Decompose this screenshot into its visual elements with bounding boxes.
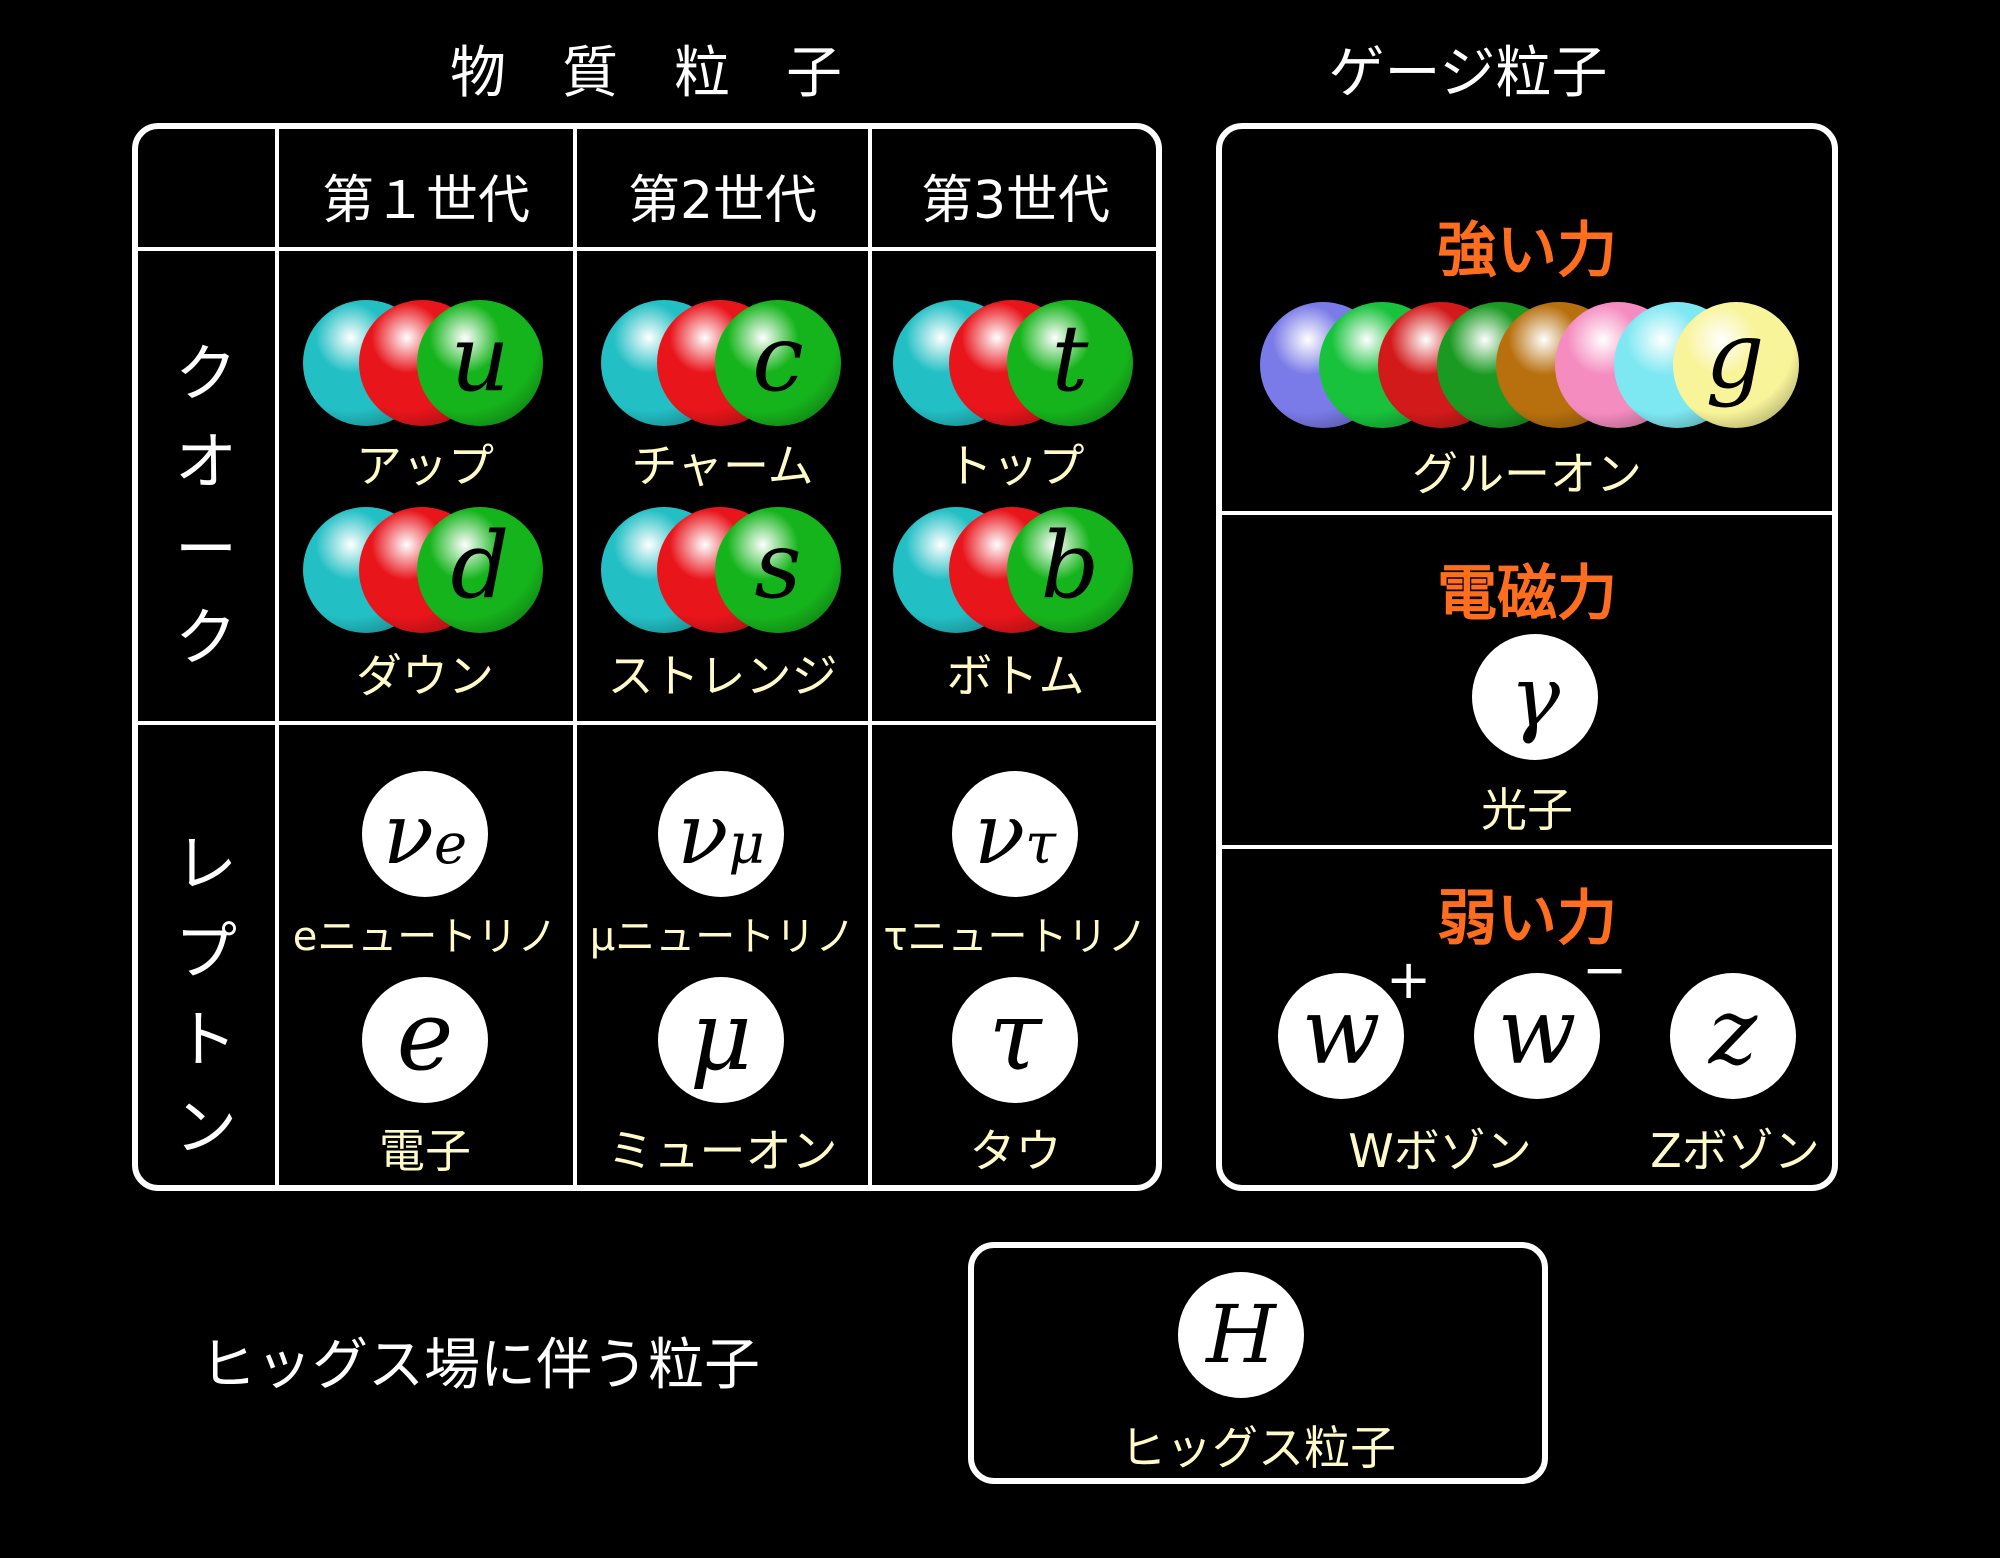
higgs-symbol: H (1206, 1288, 1276, 1381)
neutrino-nu: ν (382, 785, 434, 883)
quark-symbol-u: u (450, 305, 510, 412)
z-boson-name: Zボゾン (1650, 1124, 1820, 1178)
lepton-label-char: ト (174, 1003, 237, 1076)
neutrino-nu: ν (677, 785, 729, 883)
electron-neutrino-circle (362, 771, 488, 897)
quark-color-ball-green (417, 507, 543, 633)
lepton-label-char: プ (174, 915, 237, 988)
z-circle (1670, 973, 1796, 1099)
table-divider (135, 247, 1159, 251)
photon-symbol: γ (1509, 648, 1561, 746)
tau-neutrino-name: τニュートリノ (883, 914, 1148, 960)
quark-symbol-d: d (450, 512, 510, 619)
neutrino-subscript: e (433, 812, 468, 877)
tau-neutrino-circle (952, 771, 1078, 897)
generation-3-header: 第3世代 (920, 171, 1111, 231)
quark-label-char: オ (174, 425, 237, 498)
matter-particles-title: 物 質 粒 子 (450, 41, 842, 106)
w-boson-name: Wボゾン (1348, 1124, 1532, 1178)
w-minus-sign: − (1582, 938, 1628, 1001)
electron-symbol: e (396, 980, 454, 1092)
higgs-field-caption: ヒッグス場に伴う粒子 (200, 1333, 760, 1398)
lepton-label-char: ン (174, 1091, 237, 1164)
gauge-particles-box (1216, 123, 1838, 1191)
muon-neutrino-symbol: νμ (658, 771, 784, 908)
gluon-symbol: g (1705, 302, 1765, 409)
quark-symbol-s: s (754, 512, 802, 619)
quark-name-charm: チャーム (631, 439, 814, 493)
higgs-circle (1178, 1272, 1304, 1398)
quark-name-up: アップ (356, 439, 494, 493)
quark-color-ball-green (1007, 300, 1133, 426)
quark-color-ball-green (1007, 507, 1133, 633)
muon-name: ミューオン (607, 1124, 838, 1178)
muon-neutrino-circle (658, 771, 784, 897)
quark-color-ball-green (715, 300, 841, 426)
w-minus-circle (1474, 973, 1600, 1099)
electromagnetic-force-label: 電磁力 (1437, 559, 1617, 629)
w-minus-symbol: w (1497, 978, 1577, 1085)
matter-particles-box (132, 123, 1162, 1191)
electron-neutrino-symbol: νe (362, 771, 488, 908)
quark-name-down: ダウン (356, 649, 494, 703)
quark-color-ball-green (715, 507, 841, 633)
muon-circle (658, 977, 784, 1103)
quark-color-ball-green (417, 300, 543, 426)
quark-symbol-b: b (1040, 512, 1100, 619)
tau-name: タウ (969, 1124, 1062, 1178)
quark-name-top: トップ (946, 439, 1085, 493)
neutrino-subscript: τ (1025, 812, 1057, 877)
gauge-divider (1219, 845, 1835, 849)
table-divider (135, 721, 1159, 725)
table-divider (573, 126, 577, 1188)
neutrino-nu: ν (973, 785, 1026, 883)
lepton-label-char: レ (174, 827, 237, 900)
tau-circle (952, 977, 1078, 1103)
tau-neutrino-symbol: ντ (952, 771, 1078, 908)
electron-name: 電子 (379, 1124, 471, 1178)
muon-symbol: μ (689, 980, 753, 1092)
quark-label-char: ー (174, 513, 237, 586)
neutrino-subscript: μ (728, 812, 765, 877)
tau-symbol: τ (988, 980, 1042, 1092)
weak-force-label: 弱い力 (1437, 884, 1617, 954)
higgs-box (968, 1242, 1548, 1484)
electron-circle (362, 977, 488, 1103)
w-plus-sign: + (1386, 948, 1432, 1011)
strong-force-label: 強い力 (1437, 216, 1617, 286)
quark-label-char: ク (174, 337, 237, 410)
quark-row-header: ク オ ー ク (138, 330, 274, 682)
quark-label-char: ク (174, 601, 237, 674)
quark-symbol-t: t (1051, 305, 1089, 412)
electron-neutrino-name: eニュートリノ (292, 914, 558, 960)
gluon-name: グルーオン (1412, 447, 1642, 501)
higgs-name: ヒッグス粒子 (1120, 1421, 1396, 1475)
generation-1-header: 第１世代 (321, 171, 530, 231)
w-plus-circle (1278, 973, 1404, 1099)
table-divider (868, 126, 872, 1188)
photon-circle (1472, 634, 1598, 760)
w-plus-symbol: w (1301, 978, 1381, 1085)
lepton-row-header: レ プ ト ン (138, 820, 274, 1172)
generation-2-header: 第2世代 (627, 171, 818, 231)
quark-symbol-c: c (752, 305, 804, 412)
quark-name-strange: ストレンジ (607, 649, 838, 703)
gluon-color-ball (1673, 302, 1799, 428)
gauge-divider (1219, 511, 1835, 515)
photon-name: 光子 (1481, 783, 1573, 837)
gauge-particles-title: ゲージ粒子 (1328, 41, 1608, 106)
muon-neutrino-name: μニュートリノ (589, 914, 856, 960)
z-symbol: z (1708, 978, 1758, 1085)
quark-name-bottom: ボトム (946, 649, 1085, 703)
table-divider (275, 126, 279, 1188)
